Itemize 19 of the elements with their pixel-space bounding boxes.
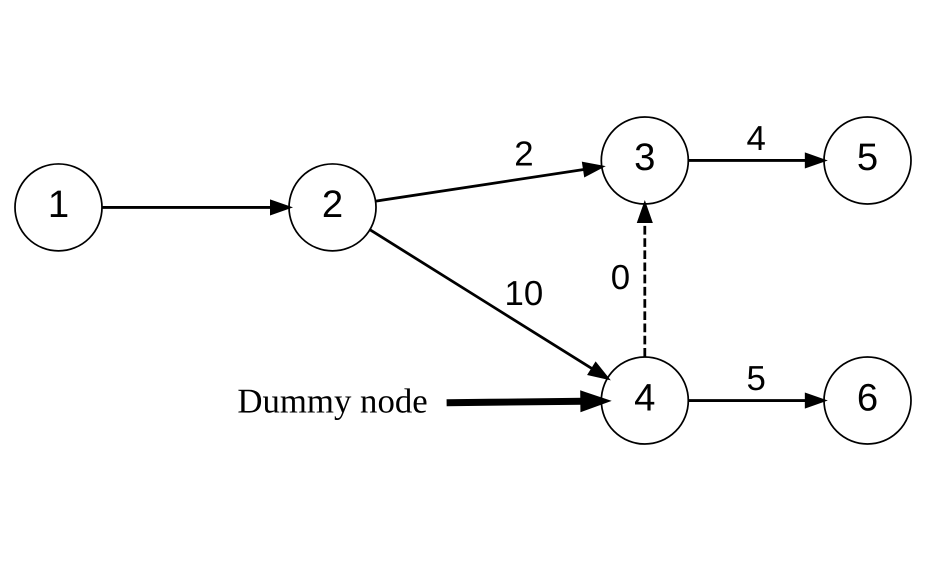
- edge-label: 10: [504, 274, 544, 313]
- arrow: [688, 392, 828, 409]
- arrow: [370, 228, 611, 380]
- node-circle: 2: [288, 163, 377, 252]
- edge-label: 0: [610, 259, 630, 298]
- node-circle: 5: [823, 116, 912, 205]
- node-circle: 1: [14, 163, 103, 252]
- node-circle: 3: [600, 116, 690, 205]
- node-text: Dummy node: [237, 382, 428, 421]
- edge-label: 5: [746, 360, 766, 398]
- arrow: [688, 152, 828, 168]
- arrow: [636, 200, 653, 356]
- node-circle: 4: [600, 356, 690, 445]
- edge-label: 2: [514, 136, 534, 174]
- edge-label: 4: [746, 120, 766, 158]
- arrow: [446, 390, 612, 412]
- node-circle: 6: [823, 356, 912, 445]
- arrow: [376, 162, 606, 202]
- arrow: [102, 199, 294, 216]
